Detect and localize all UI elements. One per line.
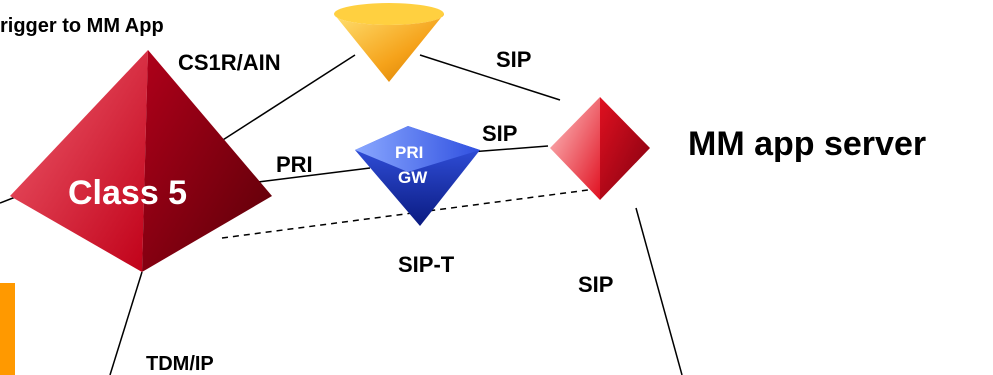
label-pri: PRI [276, 152, 313, 177]
label-sip-top: SIP [496, 47, 531, 72]
link-class5-to-pri-gw [257, 167, 371, 183]
link-pri-gw-to-mm-server [469, 145, 549, 153]
label-sip-mid: SIP [482, 121, 517, 146]
label-tdm-ip: TDM/IP [146, 353, 214, 375]
label-trigger: rigger to MM App [0, 15, 164, 37]
scp-cone-icon [334, 3, 444, 82]
label-sip-t: SIP-T [398, 252, 455, 277]
pri-gw-icon [355, 126, 480, 226]
class5-switch-icon [10, 50, 272, 272]
label-mm-app-server: MM app server [688, 125, 926, 163]
link-mm-server-down [635, 207, 683, 375]
label-pri-gw-line2: GW [398, 168, 428, 187]
label-cs1r-ain: CS1R/AIN [178, 50, 281, 75]
side-bar [0, 283, 15, 375]
mm-app-server-icon [550, 97, 650, 200]
label-sip-right: SIP [578, 272, 613, 297]
link-cone-to-mm-server [419, 54, 561, 101]
link-class5-down [109, 271, 143, 375]
connections [0, 54, 683, 375]
link-class5-to-cone [214, 54, 356, 146]
label-class5: Class 5 [68, 174, 187, 212]
label-pri-gw-line1: PRI [395, 143, 423, 162]
